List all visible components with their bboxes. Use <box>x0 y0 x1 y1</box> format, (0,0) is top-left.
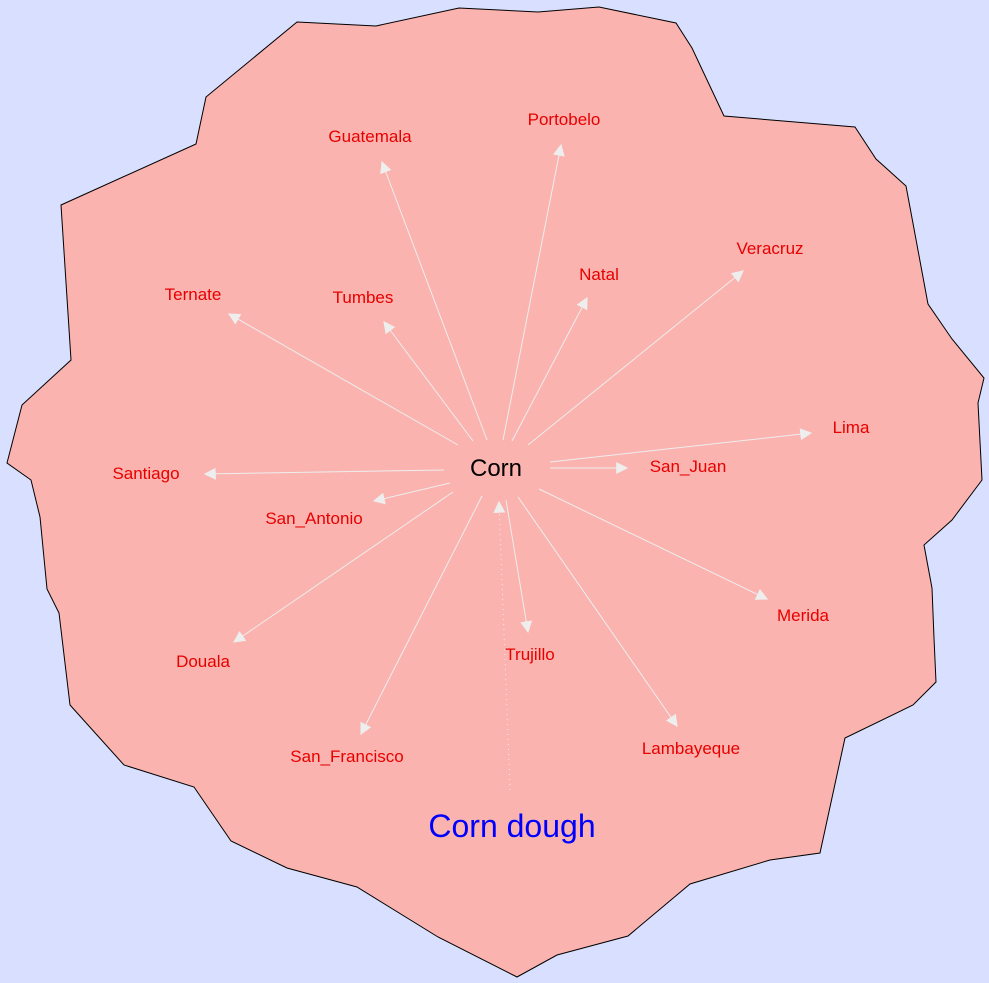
center-node-corn: Corn <box>470 455 522 482</box>
node-lima: Lima <box>833 418 870 437</box>
node-douala: Douala <box>176 652 230 671</box>
node-corn-dough: Corn dough <box>428 808 595 844</box>
edge-corn-to-portobelo <box>502 143 565 441</box>
edge-corn-to-merida <box>538 488 769 600</box>
labels-layer: Corn Corn dough Guatemala PortobeloVeracr… <box>112 110 870 844</box>
edge-corn-to-lambayeque <box>517 496 678 727</box>
edge-corn-to-san-antonio <box>372 482 451 505</box>
edge-corn-to-santiago <box>203 467 445 480</box>
node-trujillo: Trujillo <box>505 645 554 664</box>
node-ternate: Ternate <box>165 285 222 304</box>
edge-corn-to-veracruz <box>527 270 744 446</box>
node-san-francisco: San_Francisco <box>290 747 403 766</box>
edge-corn-dough-to-corn <box>493 500 511 791</box>
node-merida: Merida <box>777 606 830 625</box>
node-tumbes: Tumbes <box>333 288 394 307</box>
edge-corn-to-lima <box>549 428 813 463</box>
node-guatemala: Guatemala <box>328 127 412 146</box>
node-natal: Natal <box>579 265 619 284</box>
edge-corn-to-ternate <box>227 313 459 446</box>
edge-corn-to-natal <box>511 296 588 442</box>
node-san-antonio: San_Antonio <box>265 509 362 528</box>
node-portobelo: Portobelo <box>528 110 601 129</box>
node-veracruz: Veracruz <box>736 239 803 258</box>
edge-corn-to-guatemala <box>380 160 488 441</box>
edges-layer <box>203 143 813 791</box>
node-san-juan: San_Juan <box>650 457 727 476</box>
edge-corn-to-douala <box>233 491 454 643</box>
node-santiago: Santiago <box>112 464 179 483</box>
edge-corn-to-tumbes <box>383 321 474 442</box>
edge-corn-to-trujillo <box>505 499 533 634</box>
node-lambayeque: Lambayeque <box>642 739 740 758</box>
region-shape <box>6 6 985 978</box>
edge-corn-to-san-francisco <box>360 495 483 736</box>
